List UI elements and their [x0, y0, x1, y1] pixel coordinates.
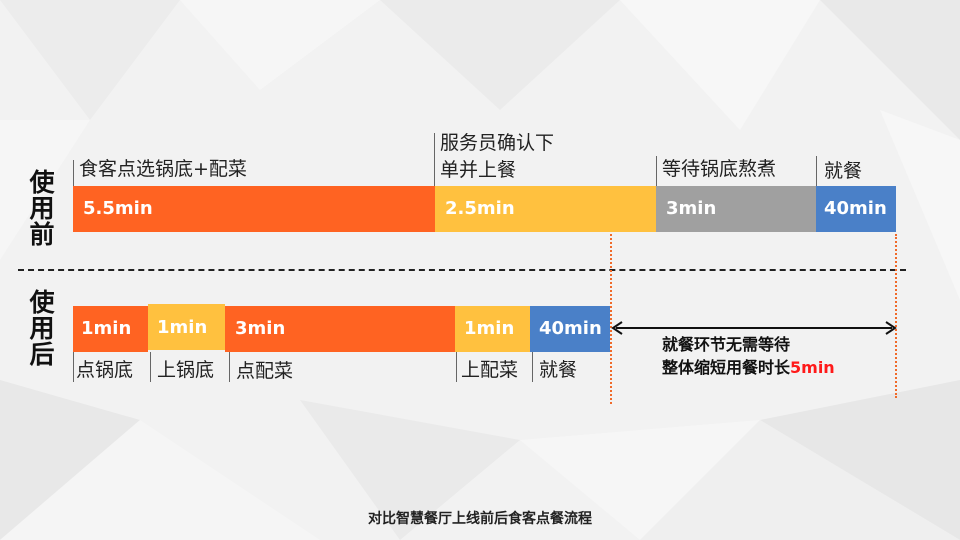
after-segment-4: 40min [530, 306, 610, 352]
after-label: 使用后 [29, 288, 55, 369]
segment-value: 1min [157, 317, 208, 338]
savings-highlight: 5min [790, 358, 835, 377]
guide-line-after-end [610, 234, 612, 404]
double-arrow-icon [611, 321, 897, 335]
savings-note-line1: 就餐环节无需等待 [662, 335, 791, 354]
tick [150, 352, 151, 382]
tick [532, 352, 533, 382]
after-segment-0: 1min [73, 306, 148, 352]
segment-value: 40min [824, 198, 887, 219]
segment-value: 3min [235, 318, 286, 339]
segment-value: 1min [464, 318, 515, 339]
after-desc-1: 上锅底 [157, 359, 215, 381]
before-desc-2: 等待锅底熬煮 [662, 158, 777, 180]
tick [73, 352, 74, 382]
savings-note-prefix: 整体缩短用餐时长 [662, 358, 791, 377]
segment-value: 3min [666, 198, 717, 219]
segment-value: 2.5min [445, 198, 515, 219]
before-segment-2: 3min [656, 186, 816, 232]
after-segment-3: 1min [455, 306, 530, 352]
tick [456, 352, 457, 382]
tick [656, 156, 657, 186]
after-desc-2: 点配菜 [236, 360, 294, 382]
savings-note-line2: 整体缩短用餐时长5min [662, 356, 835, 380]
before-segment-3: 40min [816, 186, 896, 232]
before-segment-0: 5.5min [73, 186, 435, 232]
before-segment-1: 2.5min [435, 186, 656, 232]
figure-caption: 对比智慧餐厅上线前后食客点餐流程 [368, 511, 592, 527]
tick [73, 160, 74, 186]
segment-value: 5.5min [83, 198, 153, 219]
segment-value: 1min [81, 318, 132, 339]
after-desc-0: 点锅底 [76, 359, 134, 381]
tick [816, 156, 817, 186]
after-desc-3: 上配菜 [461, 359, 519, 381]
segment-value: 40min [539, 318, 602, 339]
tick [229, 352, 230, 382]
before-desc-0: 食客点选锅底+配菜 [79, 158, 247, 180]
guide-line-before-end [895, 234, 897, 398]
after-segment-2: 3min [225, 306, 455, 352]
before-desc-1-line2: 单并上餐 [440, 159, 517, 181]
before-desc-1-line1: 服务员确认下 [440, 132, 555, 154]
after-segment-1: 1min [148, 304, 225, 350]
before-desc-3: 就餐 [824, 160, 863, 182]
section-divider [18, 269, 906, 271]
before-label: 使用前 [29, 168, 55, 249]
after-desc-4: 就餐 [539, 359, 578, 381]
tick [434, 133, 435, 186]
